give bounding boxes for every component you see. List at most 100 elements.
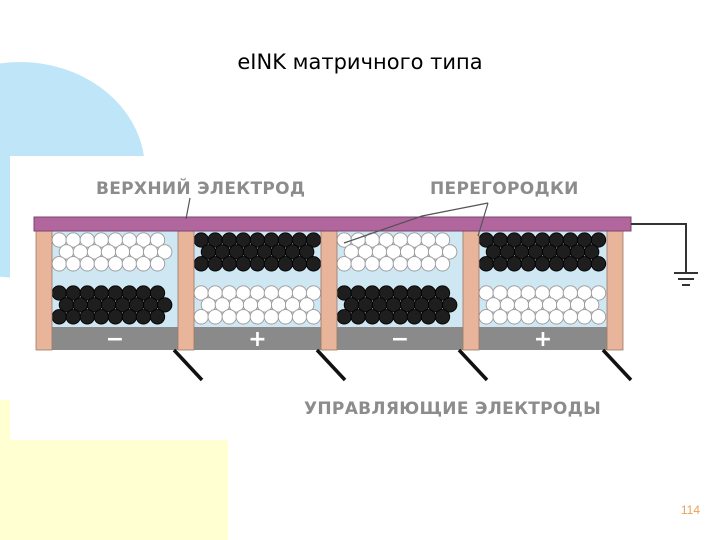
particle-top bbox=[149, 232, 166, 248]
particle-top bbox=[420, 256, 437, 272]
particle-bottom bbox=[121, 309, 138, 325]
particle-top bbox=[149, 256, 166, 272]
particle-top bbox=[135, 256, 152, 272]
page-number: 114 bbox=[680, 503, 700, 517]
particle-bottom bbox=[420, 309, 437, 325]
particle-top bbox=[378, 256, 394, 272]
partition-wall bbox=[606, 230, 624, 351]
control-electrode bbox=[194, 327, 321, 350]
particle-top bbox=[249, 256, 266, 272]
electrode-sign: + bbox=[534, 327, 552, 352]
particle-bottom bbox=[249, 309, 266, 325]
particle-top bbox=[221, 256, 237, 272]
top-electrode-label: ВЕРХНИЙ ЭЛЕКТРОД bbox=[96, 177, 305, 199]
particle-top bbox=[207, 256, 223, 272]
particle-top bbox=[350, 256, 366, 272]
particle-top bbox=[434, 256, 451, 272]
particle-top bbox=[93, 256, 109, 272]
particle-bottom bbox=[291, 309, 308, 325]
electrode-sign: + bbox=[248, 327, 266, 352]
particle-top bbox=[478, 256, 494, 272]
partition-wall bbox=[320, 230, 338, 351]
particle-bottom bbox=[378, 309, 394, 325]
particle-top bbox=[157, 244, 173, 260]
particle-top bbox=[392, 256, 409, 272]
partition-leader bbox=[477, 202, 489, 237]
control-electrode bbox=[52, 327, 178, 350]
particle-top bbox=[51, 256, 67, 272]
eink-diagram: ВЕРХНИЙ ЭЛЕКТРОД ПЕРЕГОРОДКИ УПРАВЛЯЮЩИЕ… bbox=[10, 156, 710, 440]
particle-bottom bbox=[590, 309, 607, 325]
particle-top bbox=[263, 256, 280, 272]
particle-bottom bbox=[548, 309, 565, 325]
particle-bottom bbox=[584, 297, 600, 313]
particle-top bbox=[65, 256, 81, 272]
particle-bottom bbox=[590, 285, 607, 301]
top-electrode bbox=[33, 216, 632, 232]
particle-bottom bbox=[157, 297, 173, 313]
particle-bottom bbox=[51, 309, 67, 325]
particle-bottom bbox=[364, 309, 380, 325]
partition-wall bbox=[35, 230, 53, 351]
particle-bottom bbox=[193, 309, 209, 325]
particle-bottom bbox=[277, 309, 294, 325]
electrode-lead bbox=[457, 348, 489, 382]
particle-bottom bbox=[442, 297, 458, 313]
particle-bottom bbox=[506, 309, 522, 325]
particle-top bbox=[305, 256, 322, 272]
control-electrode bbox=[479, 327, 607, 350]
particle-bottom bbox=[434, 285, 451, 301]
partition-wall bbox=[462, 230, 480, 351]
particle-top bbox=[299, 244, 315, 260]
particle-top bbox=[277, 256, 294, 272]
electrode-sign: − bbox=[106, 327, 124, 352]
control-electrodes-label: УПРАВЛЯЮЩИЕ ЭЛЕКТРОДЫ bbox=[304, 399, 601, 419]
particle-top bbox=[107, 256, 124, 272]
particle-bottom bbox=[299, 297, 315, 313]
control-electrode bbox=[337, 327, 463, 350]
slide-title: eINK матричного типа bbox=[237, 50, 483, 74]
electrode-lead bbox=[172, 348, 204, 382]
particle-bottom bbox=[235, 309, 251, 325]
particle-bottom bbox=[520, 309, 536, 325]
particle-bottom bbox=[221, 309, 237, 325]
particle-bottom bbox=[149, 285, 166, 301]
particle-bottom bbox=[107, 309, 124, 325]
particle-bottom bbox=[434, 309, 451, 325]
particle-top bbox=[584, 244, 600, 260]
particle-bottom bbox=[534, 309, 551, 325]
particle-bottom bbox=[350, 309, 366, 325]
partition-wall bbox=[177, 230, 195, 351]
particle-bottom bbox=[93, 309, 109, 325]
particle-top bbox=[193, 256, 209, 272]
particle-top bbox=[442, 244, 458, 260]
particle-bottom bbox=[406, 309, 423, 325]
particle-bottom bbox=[149, 309, 166, 325]
particle-top bbox=[336, 256, 352, 272]
particle-top bbox=[79, 256, 95, 272]
particle-top bbox=[121, 256, 138, 272]
particle-bottom bbox=[207, 309, 223, 325]
partition-leader bbox=[343, 202, 489, 244]
particle-bottom bbox=[562, 309, 579, 325]
particle-bottom bbox=[65, 309, 81, 325]
particle-bottom bbox=[135, 309, 152, 325]
ground-wire bbox=[631, 223, 687, 273]
particle-top bbox=[364, 256, 380, 272]
particle-top bbox=[434, 232, 451, 248]
particle-top bbox=[534, 256, 551, 272]
particle-bottom bbox=[576, 309, 593, 325]
particle-top bbox=[562, 256, 579, 272]
partitions-label: ПЕРЕГОРОДКИ bbox=[430, 179, 579, 199]
particle-top bbox=[576, 256, 593, 272]
electrode-sign: − bbox=[391, 327, 409, 352]
particle-top bbox=[492, 256, 508, 272]
electrode-lead bbox=[601, 348, 633, 382]
top-electrode-leader bbox=[185, 197, 191, 220]
particle-top bbox=[406, 256, 423, 272]
particle-top bbox=[520, 256, 536, 272]
particle-bottom bbox=[263, 309, 280, 325]
electrode-lead bbox=[315, 348, 347, 382]
particle-bottom bbox=[492, 309, 508, 325]
particle-bottom bbox=[336, 309, 352, 325]
